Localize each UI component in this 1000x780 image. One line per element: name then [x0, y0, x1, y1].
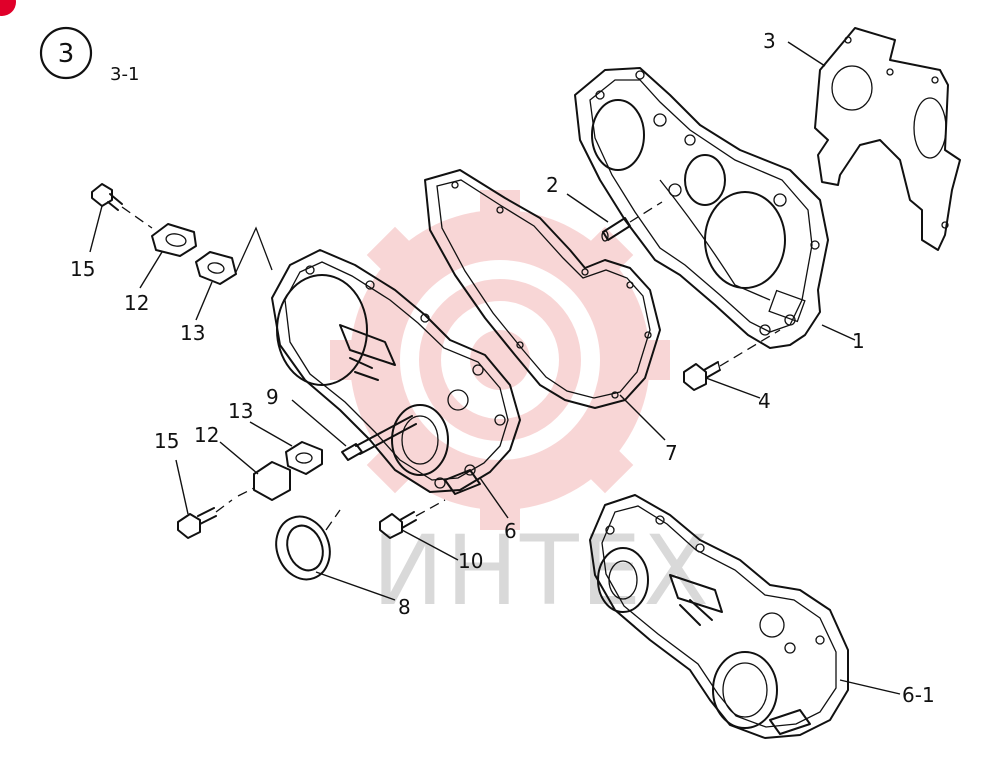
part-12-plate-lower — [253, 461, 291, 501]
leader-8 — [315, 571, 396, 601]
watermark-logo — [330, 190, 670, 530]
leader-13b — [249, 421, 293, 447]
section-number: 3 — [58, 39, 75, 69]
leader-10 — [401, 529, 459, 561]
section-badge: 3 — [39, 26, 93, 80]
part-13-gasket-upper — [195, 251, 237, 285]
part-1-housing — [574, 67, 829, 349]
leader-13a — [195, 281, 213, 321]
assembly-line-upper — [235, 226, 273, 273]
leader-1 — [821, 324, 856, 341]
label-15b: 15 — [154, 429, 179, 453]
leader-12a — [139, 251, 163, 289]
dash-4 — [719, 329, 781, 367]
leader-9 — [291, 399, 347, 447]
label-3: 3 — [763, 29, 776, 53]
label-4: 4 — [758, 389, 771, 413]
leader-2 — [566, 193, 609, 223]
dash-10 — [415, 499, 446, 517]
leader-12b — [219, 441, 259, 475]
leader-6 — [479, 477, 509, 519]
dash-12b — [237, 487, 255, 497]
label-13b: 13 — [228, 399, 253, 423]
corner-mark — [0, 0, 16, 16]
part-15-bolt-upper — [91, 183, 123, 211]
label-12a: 12 — [124, 291, 149, 315]
label-8: 8 — [398, 595, 411, 619]
leader-15b — [175, 459, 189, 515]
part-6-front-cover — [271, 249, 521, 495]
label-13a: 13 — [180, 321, 205, 345]
dash-15b — [215, 499, 233, 513]
dash-2 — [629, 201, 663, 223]
dash-8 — [325, 509, 341, 531]
label-7: 7 — [665, 441, 678, 465]
part-7-gasket — [424, 169, 661, 409]
label-12b: 12 — [194, 423, 219, 447]
leader-6-1 — [839, 679, 901, 695]
label-6: 6 — [504, 519, 517, 543]
part-8-oil-seal — [275, 515, 331, 581]
part-9-bolt — [341, 415, 417, 461]
part-6-1-cover — [589, 494, 849, 739]
leader-4 — [705, 377, 761, 399]
leader-15a — [89, 205, 103, 253]
dash-15a — [121, 206, 153, 229]
part-13-gasket-lower — [285, 441, 323, 475]
section-sub-label: 3-1 — [110, 64, 139, 85]
label-15a: 15 — [70, 257, 95, 281]
part-10-bolt — [379, 511, 417, 539]
label-9: 9 — [266, 385, 279, 409]
label-1: 1 — [852, 329, 865, 353]
part-15-bolt-lower — [177, 507, 217, 539]
leader-7 — [619, 394, 666, 441]
part-2-dowel-pin — [601, 217, 631, 242]
watermark-text: ИНТЕХ — [372, 515, 711, 627]
part-12-plate-upper — [151, 223, 197, 257]
part-3-plate — [814, 27, 961, 251]
label-6-1: 6-1 — [902, 683, 935, 707]
label-10: 10 — [458, 549, 483, 573]
leader-3 — [787, 41, 826, 67]
label-2: 2 — [546, 173, 559, 197]
part-4-bolt — [683, 361, 721, 391]
